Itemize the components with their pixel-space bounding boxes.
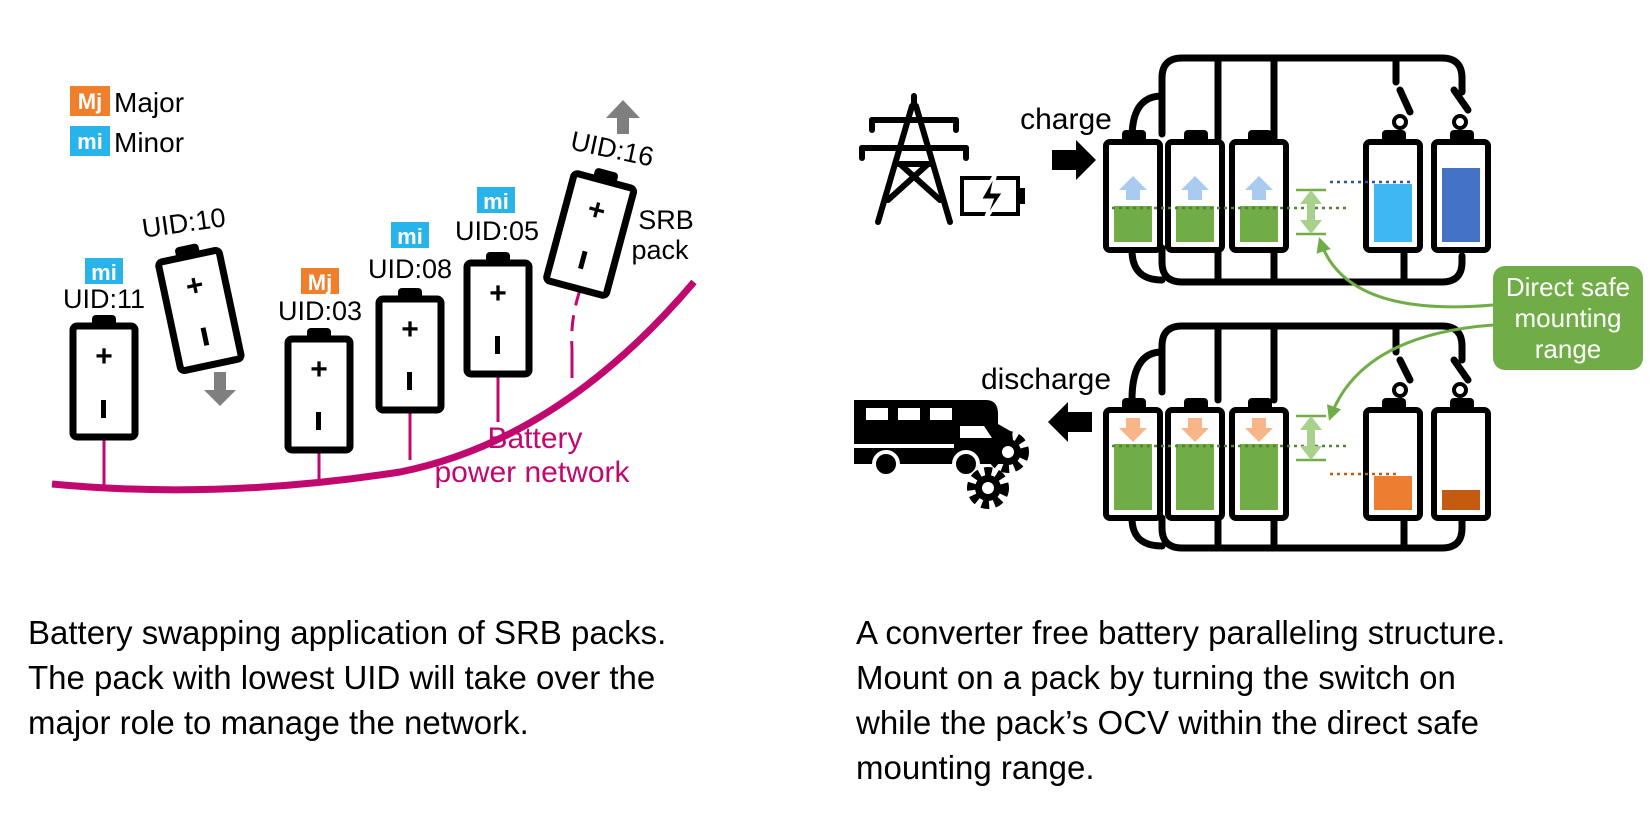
major-badge-icon — [70, 86, 110, 116]
switch-contact-icon — [1452, 114, 1468, 130]
left-caption: Battery swapping application of SRB pack… — [28, 610, 666, 745]
discharge-safe-range-marker — [1296, 414, 1326, 462]
svg-text:+: + — [401, 313, 419, 346]
major-badge-text: Mj — [78, 89, 102, 114]
right-caption-line: while the pack’s OCV within the direct s… — [856, 704, 1480, 741]
pack-uid-11-label: UID:11 — [63, 284, 145, 314]
battery-network-curve — [51, 279, 697, 494]
major-label: Major — [114, 87, 184, 118]
network-label-line1: Battery — [487, 422, 582, 455]
minor-badge-icon — [70, 126, 110, 156]
discharge-cells — [1103, 398, 1491, 521]
callout-pointer-top — [1316, 237, 1494, 309]
switch-contact-icon — [1392, 382, 1408, 398]
pack-uid-08-role: mi — [397, 224, 423, 249]
charging-battery-icon — [960, 171, 1025, 223]
switch-contact-icon — [1392, 114, 1408, 130]
safe-range-callout — [1493, 266, 1643, 370]
diagram-canvas: Mj Major mi Minor Battery power network … — [51, 54, 1643, 552]
left-caption-line: Battery swapping application of SRB pack… — [28, 614, 667, 651]
discharge-arrow-icon — [1048, 402, 1092, 442]
pack-uid-03-role: Mj — [308, 270, 332, 295]
pack-uid-05-role: mi — [483, 189, 509, 214]
safe-range-label-line3: range — [1535, 334, 1602, 364]
network-label-line2: power network — [434, 456, 630, 489]
discharge-circuit-frame — [1128, 322, 1472, 552]
gears-icon — [967, 431, 1029, 509]
power-tower-icon — [859, 93, 969, 225]
right-caption: A converter free battery paralleling str… — [856, 610, 1505, 790]
pack-uid-10-down-arrow-icon — [204, 372, 236, 406]
pack-uid-11-role: mi — [91, 260, 117, 285]
pack-uid-03-major-badge-icon — [301, 268, 339, 294]
left-caption-line: The pack with lowest UID will take over … — [28, 659, 656, 696]
pack-uid-05-minor-badge-icon — [477, 187, 515, 213]
svg-text:+: + — [489, 277, 507, 310]
minor-label: Minor — [114, 127, 184, 158]
pack-uid-08-minor-badge-icon — [391, 222, 429, 248]
legend: Mj Major mi Minor — [70, 86, 184, 158]
pack-uid-03-label: UID:03 — [278, 296, 362, 326]
pack-uid-16-label: UID:16 — [568, 126, 656, 173]
pack-uid-10-label: UID:10 — [140, 202, 227, 243]
svg-text:+: + — [95, 340, 113, 373]
left-caption-line: major role to manage the network. — [28, 704, 529, 741]
pack-uid-11-minor-badge-icon — [85, 258, 123, 284]
pack-uid-08: + — [375, 288, 445, 414]
minor-badge-text: mi — [77, 129, 103, 154]
charge-safe-range-marker — [1296, 188, 1326, 236]
pack-uid-16: + — [543, 168, 638, 299]
right-caption-line: Mount on a pack by turning the switch on — [856, 659, 1456, 696]
safe-range-label-line2: mounting — [1515, 303, 1622, 333]
right-caption-line: A converter free battery paralleling str… — [856, 614, 1506, 651]
switch-contact-icon — [1452, 382, 1468, 398]
pack-uid-10: + — [155, 243, 245, 374]
srb-label-line1: SRB — [638, 205, 694, 235]
pack-uid-16-up-arrow-icon — [606, 100, 640, 134]
pack-uid-05-label: UID:05 — [455, 216, 539, 246]
pack-uid-05: + — [463, 252, 533, 378]
discharge-label: discharge — [981, 363, 1111, 396]
pack-connectors — [102, 289, 582, 488]
pack-uid-11: + — [69, 315, 139, 441]
pack-uid-08-label: UID:08 — [368, 254, 452, 284]
srb-label-line2: pack — [631, 235, 689, 265]
right-caption-line: mounting range. — [856, 749, 1095, 786]
charge-label: charge — [1020, 103, 1112, 136]
pack-uid-03: + — [284, 328, 354, 454]
charge-arrow-icon — [1052, 140, 1096, 180]
camper-van-icon — [854, 400, 1016, 478]
callout-pointer-bottom — [1327, 323, 1494, 421]
safe-range-label-line1: Direct safe — [1506, 272, 1630, 302]
charge-cells — [1103, 130, 1491, 253]
svg-text:+: + — [310, 353, 328, 386]
